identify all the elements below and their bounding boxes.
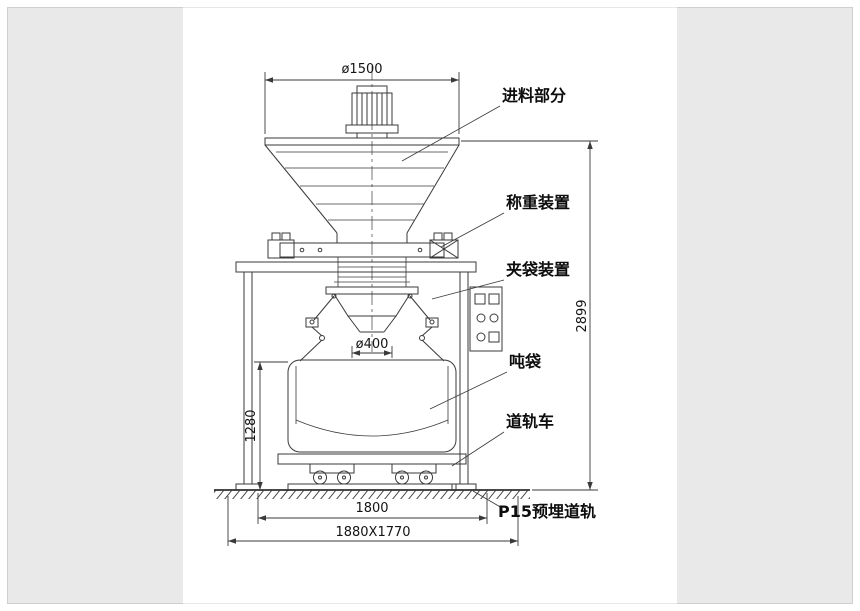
dim-rail-span-text: 1800 — [355, 501, 388, 516]
dim-total-height-text: 2899 — [575, 299, 590, 332]
label-feed-section: 进料部分 — [401, 86, 566, 162]
feeder-motor — [345, 85, 399, 138]
dim-top-diameter-text: ø1500 — [341, 62, 382, 77]
callouts: 进料部分 称重装置 夹袋装置 吨袋 道轨车 P15预埋道轨 — [401, 86, 596, 521]
drawing-canvas — [183, 7, 677, 604]
dim-footprint: 1880X1770 — [227, 496, 519, 546]
label-feed-section-text: 进料部分 — [502, 86, 566, 105]
dim-rail-span: 1800 — [257, 493, 488, 524]
label-weighing-device-text: 称重装置 — [506, 193, 570, 212]
label-rail-cart: 道轨车 — [451, 412, 554, 467]
label-ton-bag: 吨袋 — [429, 352, 542, 410]
rail-cart — [277, 453, 467, 491]
label-rail-cart-text: 道轨车 — [506, 412, 554, 431]
dim-outlet-diameter: ø400 — [351, 337, 393, 358]
label-embedded-rail: P15预埋道轨 — [472, 490, 596, 521]
dim-bag-height-text: 1280 — [244, 409, 259, 442]
label-ton-bag-text: 吨袋 — [509, 352, 542, 371]
hopper — [264, 137, 460, 243]
dim-outlet-diameter-text: ø400 — [356, 337, 389, 352]
label-bag-clamp-device: 夹袋装置 — [431, 260, 570, 300]
label-weighing-device: 称重装置 — [440, 193, 570, 248]
bellows — [334, 257, 410, 287]
ton-bag — [287, 359, 457, 453]
dim-bag-height: 1280 — [244, 361, 288, 490]
dim-footprint-text: 1880X1770 — [335, 525, 410, 540]
weighing-module — [267, 232, 459, 259]
ground — [214, 489, 530, 499]
control-panel — [469, 286, 503, 352]
dim-total-height: 2899 — [461, 140, 598, 491]
label-bag-clamp-device-text: 夹袋装置 — [506, 260, 570, 279]
bag-clamp-assembly — [299, 286, 445, 362]
dim-top-diameter: ø1500 — [264, 62, 460, 134]
label-embedded-rail-text: P15预埋道轨 — [498, 502, 596, 521]
